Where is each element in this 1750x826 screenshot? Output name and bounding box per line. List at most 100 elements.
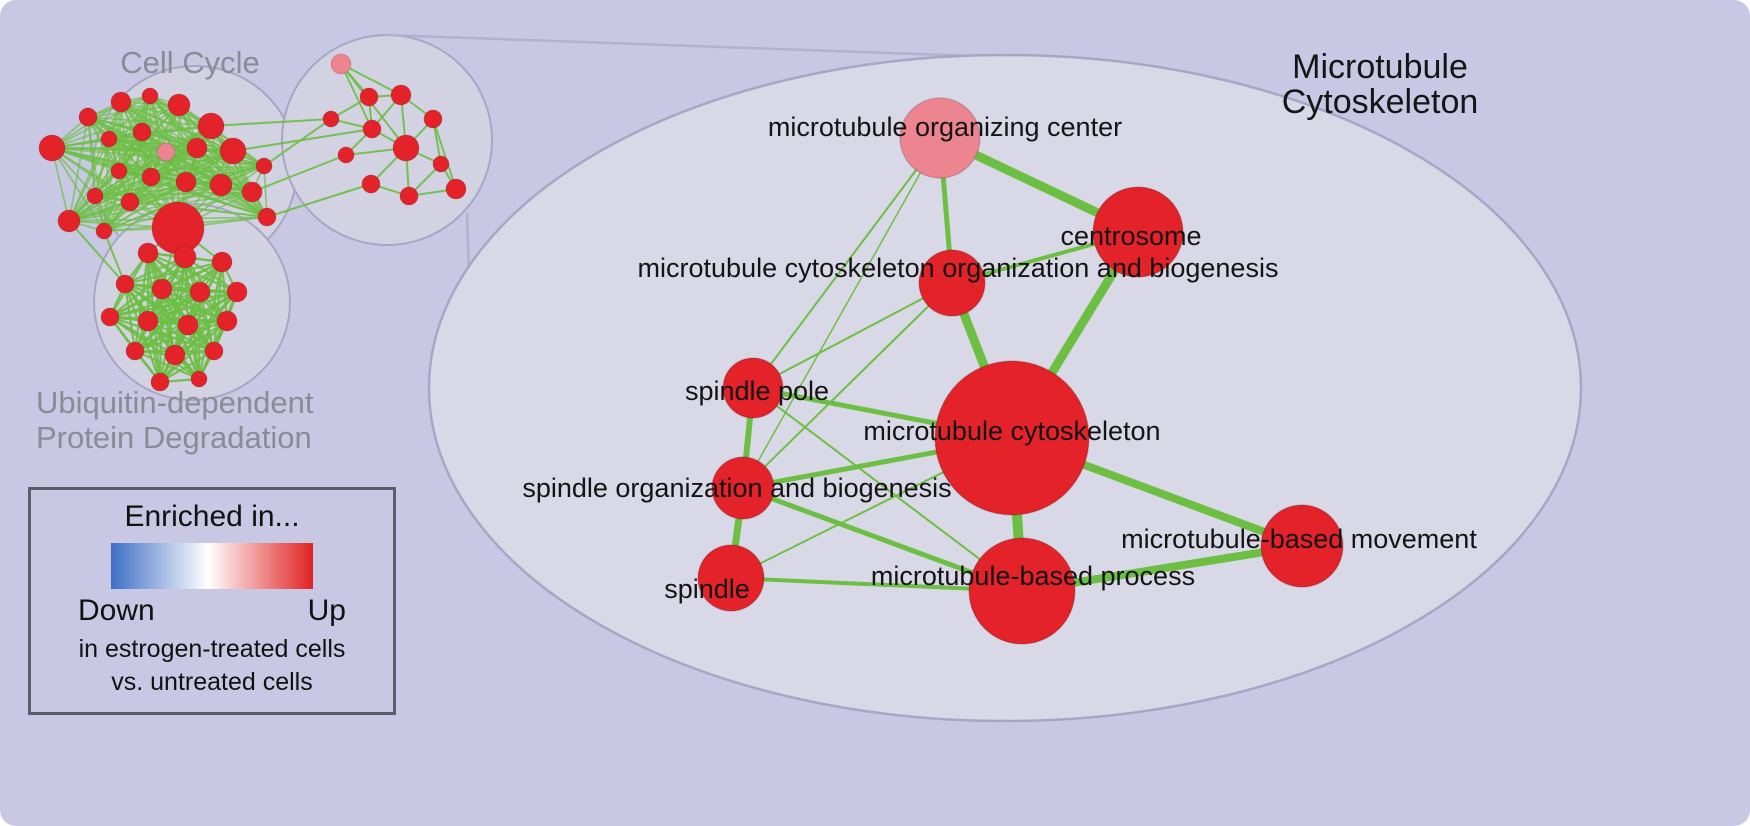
- mini-node: [186, 137, 208, 159]
- mini-node: [216, 310, 238, 332]
- mini-node: [390, 84, 412, 106]
- zoom-node-spindle: [697, 544, 765, 612]
- mini-node: [115, 274, 135, 294]
- mini-node: [330, 53, 352, 75]
- mini-node: [125, 341, 145, 361]
- mini-edge: [134, 319, 228, 353]
- mini-node: [445, 178, 467, 200]
- mini-node: [392, 134, 420, 162]
- mini-edge: [159, 350, 215, 383]
- mini-edge: [94, 176, 152, 197]
- mini-node: [57, 209, 81, 233]
- mini-node: [78, 107, 98, 127]
- mini-bridge-edge: [103, 230, 126, 285]
- legend-gradient-bar: [111, 543, 313, 589]
- zoom-node-label-microtubule-organizing-center: microtubule organizing center: [768, 112, 1122, 142]
- mini-node: [175, 171, 197, 193]
- mini-node: [167, 93, 191, 117]
- mini-node: [241, 181, 263, 203]
- mini-node: [359, 87, 379, 107]
- legend-up-label: Up: [307, 594, 346, 627]
- mini-bridge-edge: [266, 183, 372, 218]
- mini-edge: [212, 261, 224, 352]
- mini-bridge-edge: [210, 118, 332, 127]
- mini-edge: [340, 63, 373, 130]
- mini-edge: [129, 191, 253, 203]
- mini-node: [219, 137, 247, 165]
- mini-edge: [68, 95, 151, 222]
- mini-node: [137, 310, 159, 332]
- mini-node: [38, 134, 66, 162]
- zoom-node-label-microtubule-based-process: microtubule-based process: [871, 561, 1195, 591]
- mini-edge: [109, 290, 238, 319]
- mini-edge: [68, 101, 122, 222]
- mini-node: [190, 370, 208, 388]
- zoom-edge: [742, 282, 953, 489]
- mini-node: [110, 91, 132, 113]
- cell-cycle-cluster-label: Cell Cycle: [120, 45, 260, 80]
- mini-edge: [118, 150, 234, 172]
- mini-edge: [103, 165, 265, 232]
- zoom-node-microtubule-based-process: [968, 537, 1076, 645]
- mini-node: [255, 157, 273, 175]
- zoom-node-label-microtubule-cytoskeleton: microtubule cytoskeleton: [863, 416, 1160, 446]
- mini-bridge-edge: [251, 154, 347, 193]
- mini-node: [209, 173, 233, 197]
- mini-bridge-edge: [263, 118, 332, 167]
- mini-edge: [109, 315, 215, 353]
- zoom-node-label-spindle-pole: spindle pole: [685, 376, 829, 406]
- zoom-node-label-microtubule-based-movement: microtubule-based movement: [1121, 524, 1477, 554]
- legend-caption-line2: vs. untreated cells: [111, 667, 313, 696]
- mini-edge: [108, 104, 180, 140]
- mini-edge: [103, 147, 198, 232]
- mini-edge: [432, 118, 457, 190]
- mini-edge: [68, 151, 167, 222]
- mini-edge: [124, 282, 228, 323]
- zoom-node-microtubule-based-movement: [1260, 504, 1344, 588]
- mini-node: [100, 307, 120, 327]
- microtubule-cluster-title-line1: Microtubule: [1292, 48, 1468, 86]
- mini-node: [141, 167, 161, 187]
- ubiquitin-cluster-label-line2: Protein Degradation: [36, 420, 312, 455]
- mini-edge: [68, 116, 89, 222]
- mini-edge: [134, 261, 223, 352]
- zoom-edge: [752, 137, 941, 389]
- zoom-cluster-nodes: [697, 97, 1344, 645]
- legend-box: Enriched in... Down Up in estrogen-treat…: [28, 487, 396, 715]
- mini-edge: [124, 260, 223, 286]
- mini-node: [211, 251, 233, 273]
- zoom-node-microtubule-organizing-center: [899, 97, 981, 179]
- mini-node: [257, 207, 277, 227]
- mini-node: [432, 155, 450, 173]
- mini-node: [226, 281, 248, 303]
- mini-edge: [340, 63, 402, 96]
- mini-node: [132, 122, 152, 142]
- ubiquitin-cluster-label-line1: Ubiquitin-dependent: [36, 385, 314, 420]
- mini-edge: [68, 165, 265, 222]
- mini-node: [177, 314, 199, 336]
- legend-caption-line1: in estrogen-treated cells: [78, 635, 346, 663]
- mini-node: [156, 142, 176, 162]
- mini-edge: [118, 147, 198, 172]
- zoom-node-microtubule-cytoskeleton: [934, 360, 1090, 516]
- mini-edge: [108, 95, 151, 140]
- mini-node: [120, 192, 140, 212]
- mini-node: [95, 222, 113, 240]
- mini-edge: [174, 320, 228, 356]
- microtubule-cluster-title-line2: Cytoskeleton: [1282, 83, 1479, 121]
- mini-edge: [109, 290, 201, 319]
- mini-bridge-edge: [68, 220, 126, 285]
- mini-node: [150, 372, 170, 392]
- mini-node: [173, 245, 197, 269]
- zoom-node-centrosome: [1092, 186, 1184, 278]
- mini-node: [322, 110, 340, 128]
- mini-edge: [340, 63, 407, 149]
- zoom-node-label-spindle-organization-and-biogenesis: spindle organization and biogenesis: [522, 473, 951, 503]
- mini-node: [110, 162, 128, 180]
- mini-node: [141, 87, 159, 105]
- zoom-edge: [742, 137, 941, 489]
- mini-node: [337, 146, 355, 164]
- zoom-node-spindle-organization-and-biogenesis: [711, 456, 775, 520]
